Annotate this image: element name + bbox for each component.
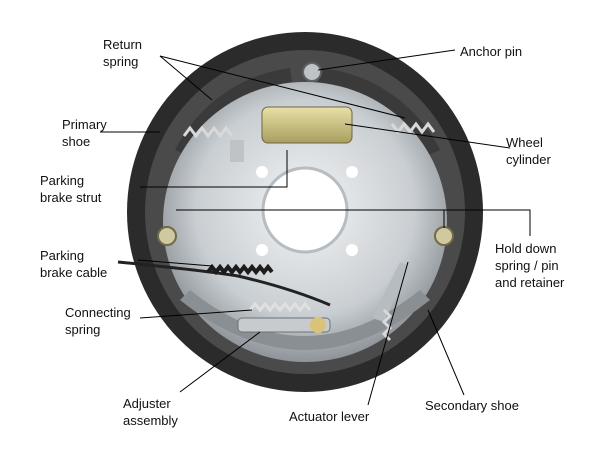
label-anchor-pin-line1: Anchor pin [460,44,523,59]
label-hold-down-line3: and retainer [495,275,565,290]
leader-return-spring-b [159,55,406,119]
parking-cable-spring [206,263,274,276]
leader-secondary-shoe [427,309,465,396]
bolt-hole [256,166,268,178]
label-parking-brake-cable-line2: brake cable [40,265,108,280]
label-return-spring: Return spring [103,36,142,70]
return-spring-left [182,125,234,139]
bolt-hole [256,244,268,256]
label-anchor-pin: Anchor pin [460,43,522,60]
hold-down-pin-left [157,226,177,246]
leader-wheel-cylinder [344,123,511,149]
label-parking-brake-cable: Parking brake cable [40,247,107,281]
wheel-cylinder [261,106,353,144]
leader-parking-brake-cable [137,259,213,267]
leader-hold-down [176,209,531,236]
label-connecting-spring-line2: spring [65,322,101,337]
label-hold-down-line1: Hold down [495,241,557,256]
label-hold-down: Hold down spring / pin and retainer [495,240,564,291]
label-wheel-cylinder-line2: cylinder [506,152,551,167]
label-parking-brake-strut: Parking brake strut [40,172,101,206]
leader-lines [100,49,531,406]
label-secondary-shoe: Secondary shoe [425,397,519,414]
leader-actuator-lever [367,261,409,406]
adjuster-wheel [310,317,326,333]
leader-connecting-spring [139,309,253,319]
parking-brake-cable [117,260,331,307]
actuator-lever [372,262,410,322]
label-primary-shoe: Primary shoe [62,116,107,150]
label-return-spring-line2: spring [103,54,139,69]
bolt-hole [346,244,358,256]
secondary-shoe-upper [318,68,440,156]
leader-parking-brake-strut [140,150,288,188]
bolt-hole [346,166,358,178]
leader-return-spring-a [159,55,213,101]
label-return-spring-line1: Return [103,37,143,52]
label-wheel-cylinder: Wheel cylinder [506,134,551,168]
label-connecting-spring: Connecting spring [65,304,131,338]
secondary-spring [381,308,393,342]
label-connecting-spring-line1: Connecting [65,305,131,320]
label-parking-brake-strut-line1: Parking [40,173,85,188]
anchor-pin [302,62,322,82]
label-parking-brake-strut-line2: brake strut [40,190,102,205]
leader-anchor-pin [317,49,456,71]
adjuster-assembly [237,317,331,333]
label-primary-shoe-line1: Primary [62,117,107,132]
secondary-shoe [180,290,430,350]
return-spring-right [390,121,436,135]
leader-adjuster-assembly [179,331,261,393]
hold-down-pin-right [434,226,454,246]
label-adjuster-assembly: Adjuster assembly [123,395,178,429]
label-wheel-cylinder-line1: Wheel [506,135,543,150]
label-adjuster-assembly-line1: Adjuster [123,396,171,411]
label-actuator-lever: Actuator lever [289,408,369,425]
label-parking-brake-cable-line1: Parking [40,248,85,263]
connecting-spring [248,301,312,313]
label-primary-shoe-line2: shoe [62,134,91,149]
label-hold-down-line2: spring / pin [495,258,559,273]
label-secondary-shoe-line1: Secondary shoe [425,398,519,413]
label-actuator-lever-line1: Actuator lever [289,409,370,424]
label-adjuster-assembly-line2: assembly [123,413,178,428]
parking-brake-strut [230,140,244,162]
